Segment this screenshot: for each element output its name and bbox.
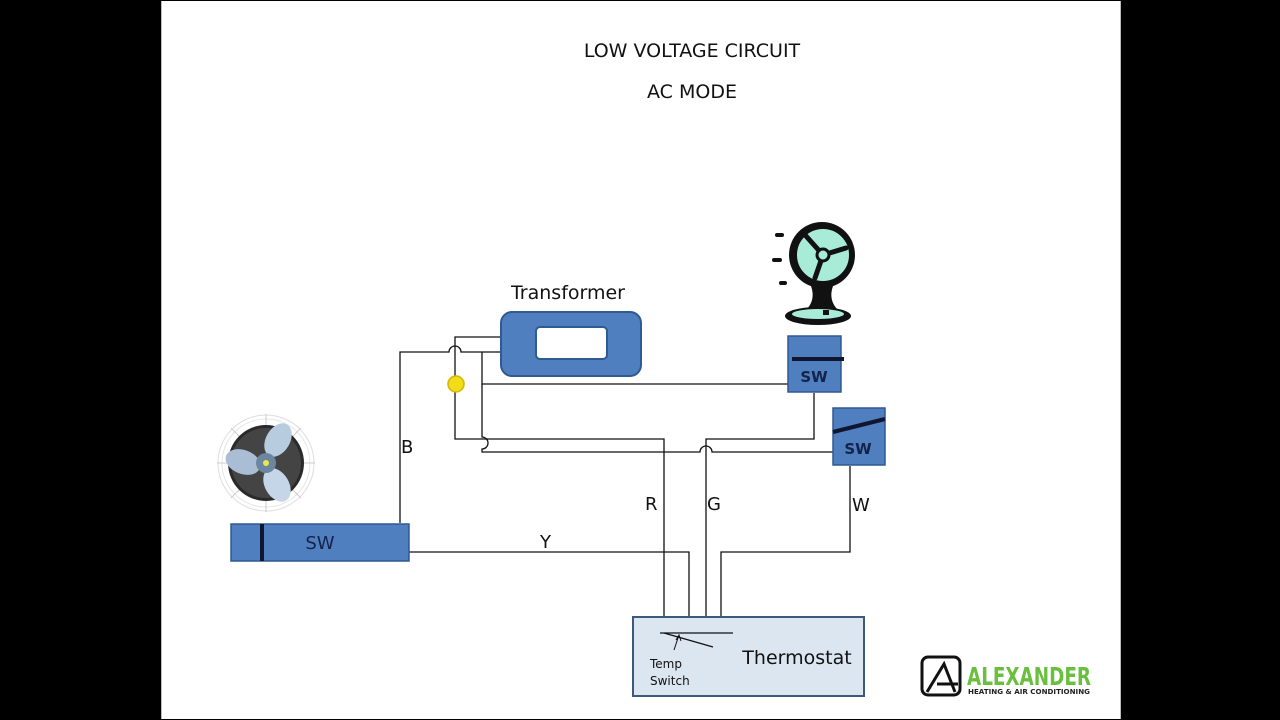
company-logo: ALEXANDER HEATING & AIR CONDITIONING (920, 655, 1091, 697)
diagram-title: LOW VOLTAGE CIRCUIT (584, 40, 801, 62)
wire-b (399, 345, 536, 523)
wiring (399, 336, 851, 634)
wire-w (720, 466, 851, 633)
thermostat-label: Thermostat (741, 647, 851, 669)
thermostat: Thermostat Temp Switch (632, 616, 865, 697)
temp-switch-blade (663, 632, 714, 648)
indoor-fan-icon (772, 222, 855, 325)
transformer (500, 311, 642, 377)
transformer-label: Transformer (510, 282, 625, 304)
temp-switch-arrow (673, 633, 682, 651)
condenser-switch: SW (230, 523, 410, 562)
condenser-switch-label: SW (305, 533, 334, 554)
fan-relay-switch: SW (787, 335, 844, 393)
wire-g (705, 393, 815, 633)
indicator-light (447, 375, 465, 393)
diagram-subtitle: AC MODE (647, 81, 737, 103)
wire-label-y: Y (539, 532, 552, 553)
wire-transformer-upper (454, 336, 665, 633)
wire-label-g: G (707, 494, 721, 515)
wire-r-bus (481, 384, 833, 453)
logo-tagline: HEATING & AIR CONDITIONING (968, 688, 1090, 696)
heat-switch-label: SW (844, 440, 872, 458)
temp-switch-label-line1: Temp (649, 657, 682, 671)
heat-switch: SW (832, 407, 886, 466)
wire-label-w: W (852, 495, 870, 516)
condenser-fan-icon (217, 414, 315, 512)
temp-switch-label-line2: Switch (650, 674, 690, 688)
wire-y (409, 551, 690, 633)
logo-name: ALEXANDER (967, 662, 1091, 691)
wire-label-r: R (645, 494, 658, 515)
wire-label-b: B (401, 437, 413, 458)
fan-relay-switch-label: SW (800, 368, 828, 386)
